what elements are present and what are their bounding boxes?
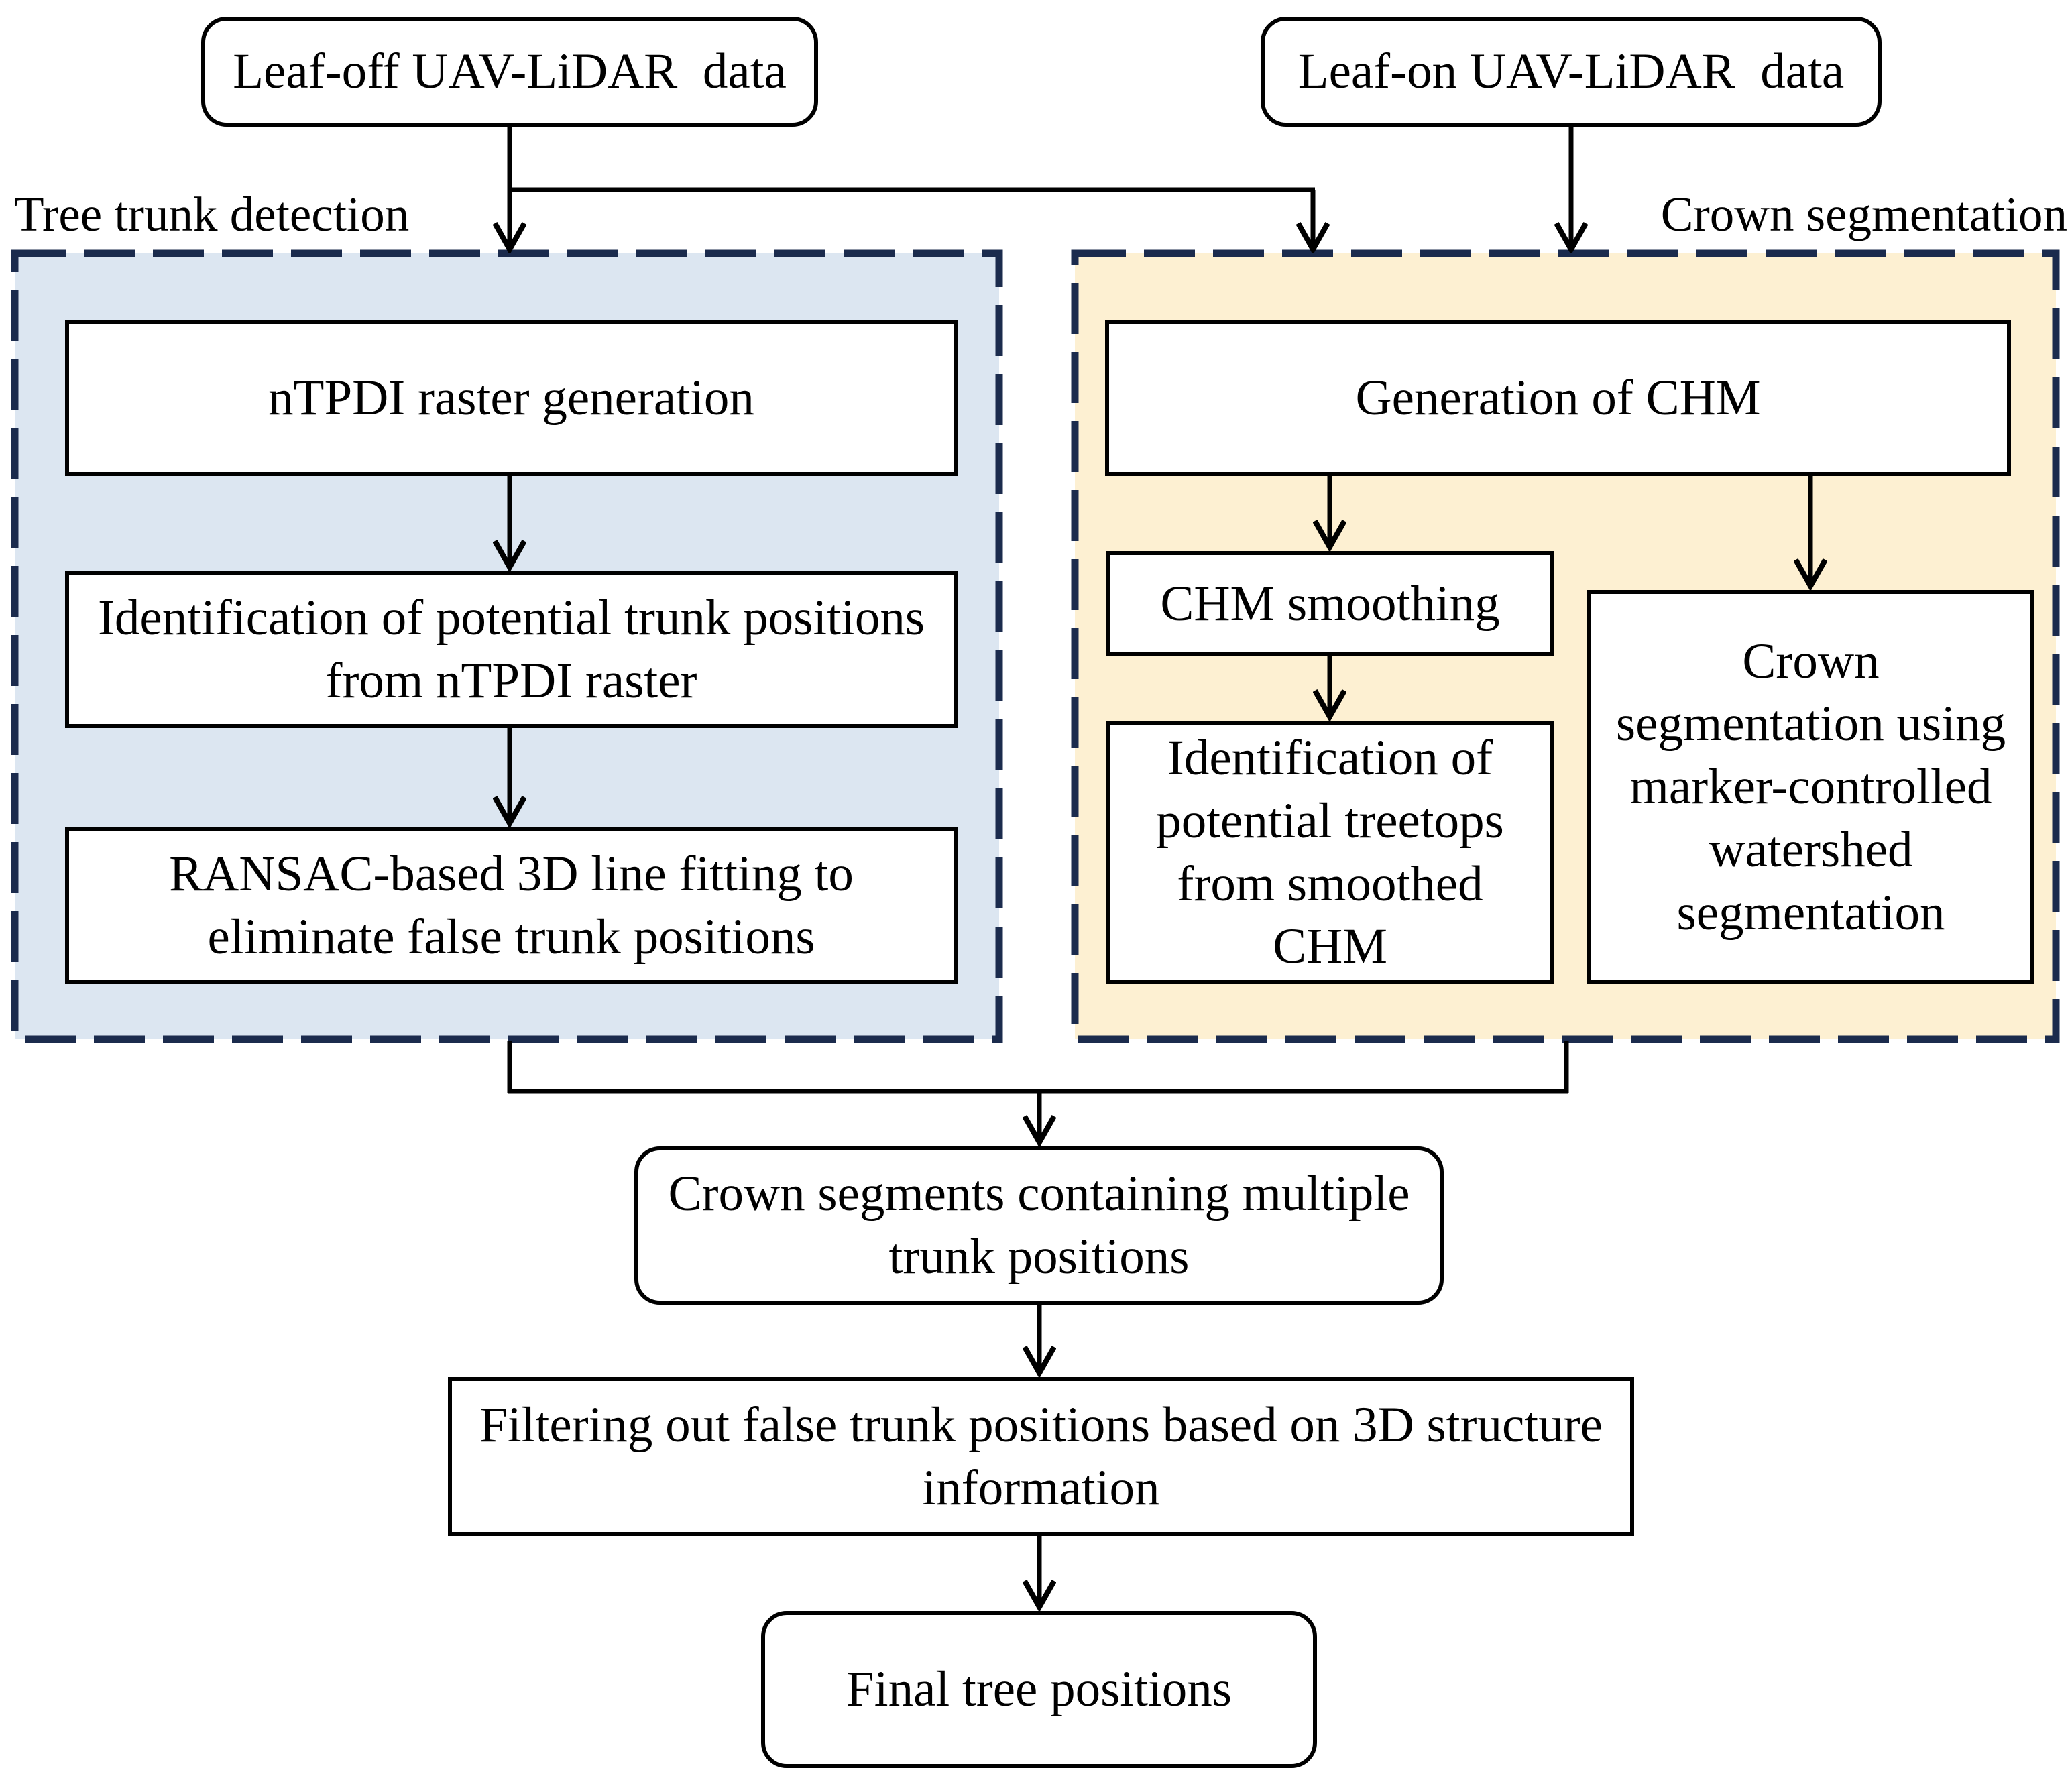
node-crown-segments-multiple-trunks: Crown segments containing multiple trunk… — [634, 1146, 1444, 1305]
node-filtering-false-trunk-positions: Filtering out false trunk positions base… — [448, 1377, 1634, 1536]
node-leaf-on-uav-lidar-data: Leaf-on UAV-LiDAR data — [1261, 17, 1882, 127]
node-ntpdi-raster-generation: nTPDI raster generation — [65, 320, 958, 476]
crown-segmentation-label: Crown segmentation — [1660, 187, 2067, 241]
node-identification-of-potential-trunk-positions: Identification of potential trunk positi… — [65, 571, 958, 728]
node-marker-controlled-watershed-segmentation: Crown segmentation using marker-controll… — [1587, 590, 2034, 984]
tree-trunk-detection-label: Tree trunk detection — [14, 187, 410, 241]
node-final-tree-positions: Final tree positions — [761, 1611, 1317, 1768]
node-chm-smoothing: CHM smoothing — [1106, 551, 1554, 656]
node-ransac-3d-line-fitting: RANSAC-based 3D line fitting to eliminat… — [65, 827, 958, 984]
node-leaf-off-uav-lidar-data: Leaf-off UAV-LiDAR data — [201, 17, 818, 127]
node-generation-of-chm: Generation of CHM — [1105, 320, 2011, 476]
node-identification-of-potential-treetops: Identification of potential treetops fro… — [1106, 721, 1554, 984]
